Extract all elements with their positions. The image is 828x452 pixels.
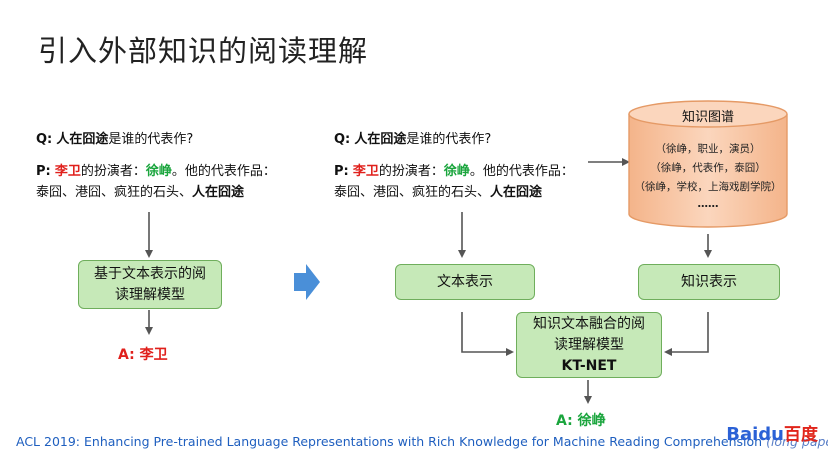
passage-text: 的扮演者： <box>378 164 444 179</box>
passage-bold-title: 人在囧途 <box>192 185 245 200</box>
question-label: Q: <box>334 132 351 147</box>
kg-triple: （徐峥，学校，上海戏剧学院） <box>634 181 782 193</box>
arrow-knowledge-repr-to-fusion <box>664 312 709 356</box>
knowledge-graph-cylinder <box>628 100 788 228</box>
passage-text: 。他的代表作品： <box>469 164 574 179</box>
logo-chinese: 百度 <box>784 425 818 445</box>
text-model-line2: 读理解模型 <box>115 286 185 303</box>
right-question: Q: 人在囧途是谁的代表作? <box>334 130 491 150</box>
passage-text: 。他的代表作品： <box>171 164 276 179</box>
passage-name-li-wei: 李卫 <box>54 164 81 179</box>
logo-latin: Bai <box>726 424 759 445</box>
passage-bold-title: 人在囧途 <box>490 185 543 200</box>
kg-triple: （徐峥，代表作，泰囧） <box>650 162 766 174</box>
text-model-line1: 基于文本表示的阅 <box>94 265 206 282</box>
left-question: Q: 人在囧途是谁的代表作? <box>36 130 193 150</box>
question-rest: 是谁的代表作? <box>108 132 194 147</box>
question-phrase: 人在囧途 <box>354 132 407 147</box>
paw-icon: du <box>758 424 784 445</box>
citation-text: ACL 2019: Enhancing Pre-trained Language… <box>16 434 763 449</box>
left-answer: A: 李卫 <box>118 347 168 363</box>
right-answer: A: 徐峥 <box>556 413 606 429</box>
question-phrase: 人在囧途 <box>56 132 109 147</box>
text-model-box: 基于文本表示的阅 读理解模型 <box>78 260 222 309</box>
fusion-line1: 知识文本融合的阅 <box>533 315 645 332</box>
passage-text: 泰囧、港囧、疯狂的石头、 <box>334 185 491 200</box>
baidu-logo: Baidu百度 <box>726 420 818 445</box>
transition-arrow <box>294 264 320 300</box>
left-passage-line2: 泰囧、港囧、疯狂的石头、人在囧途 <box>36 183 244 203</box>
question-rest: 是谁的代表作? <box>406 132 492 147</box>
right-passage-line1: P: 李卫的扮演者：徐峥。他的代表作品： <box>334 162 574 182</box>
arrow-text-repr-to-fusion <box>461 312 514 356</box>
fusion-model-name: KT-NET <box>561 357 617 374</box>
passage-name-li-wei: 李卫 <box>352 164 379 179</box>
question-label: Q: <box>36 132 53 147</box>
kg-triple: （徐峥，职业，演员） <box>655 143 761 155</box>
kt-net-fusion-box: 知识文本融合的阅 读理解模型 KT-NET <box>516 312 662 378</box>
kg-title: 知识图谱 <box>681 110 734 125</box>
knowledge-representation-box: 知识表示 <box>638 264 780 300</box>
page-title: 引入外部知识的阅读理解 <box>38 34 369 68</box>
passage-label: P: <box>334 164 349 179</box>
passage-name-xu-zheng: 徐峥 <box>145 164 172 179</box>
citation-tag: (long paper) <box>766 434 828 449</box>
fusion-line2: 读理解模型 <box>554 336 624 353</box>
passage-text: 的扮演者： <box>80 164 146 179</box>
right-passage-line2: 泰囧、港囧、疯狂的石头、人在囧途 <box>334 183 542 203</box>
footer-citation: ACL 2019: Enhancing Pre-trained Language… <box>16 434 828 449</box>
text-representation-box: 文本表示 <box>395 264 535 300</box>
passage-text: 泰囧、港囧、疯狂的石头、 <box>36 185 193 200</box>
kg-ellipsis: …… <box>697 198 719 210</box>
passage-name-xu-zheng: 徐峥 <box>443 164 470 179</box>
left-passage-line1: P: 李卫的扮演者：徐峥。他的代表作品： <box>36 162 276 182</box>
passage-label: P: <box>36 164 51 179</box>
